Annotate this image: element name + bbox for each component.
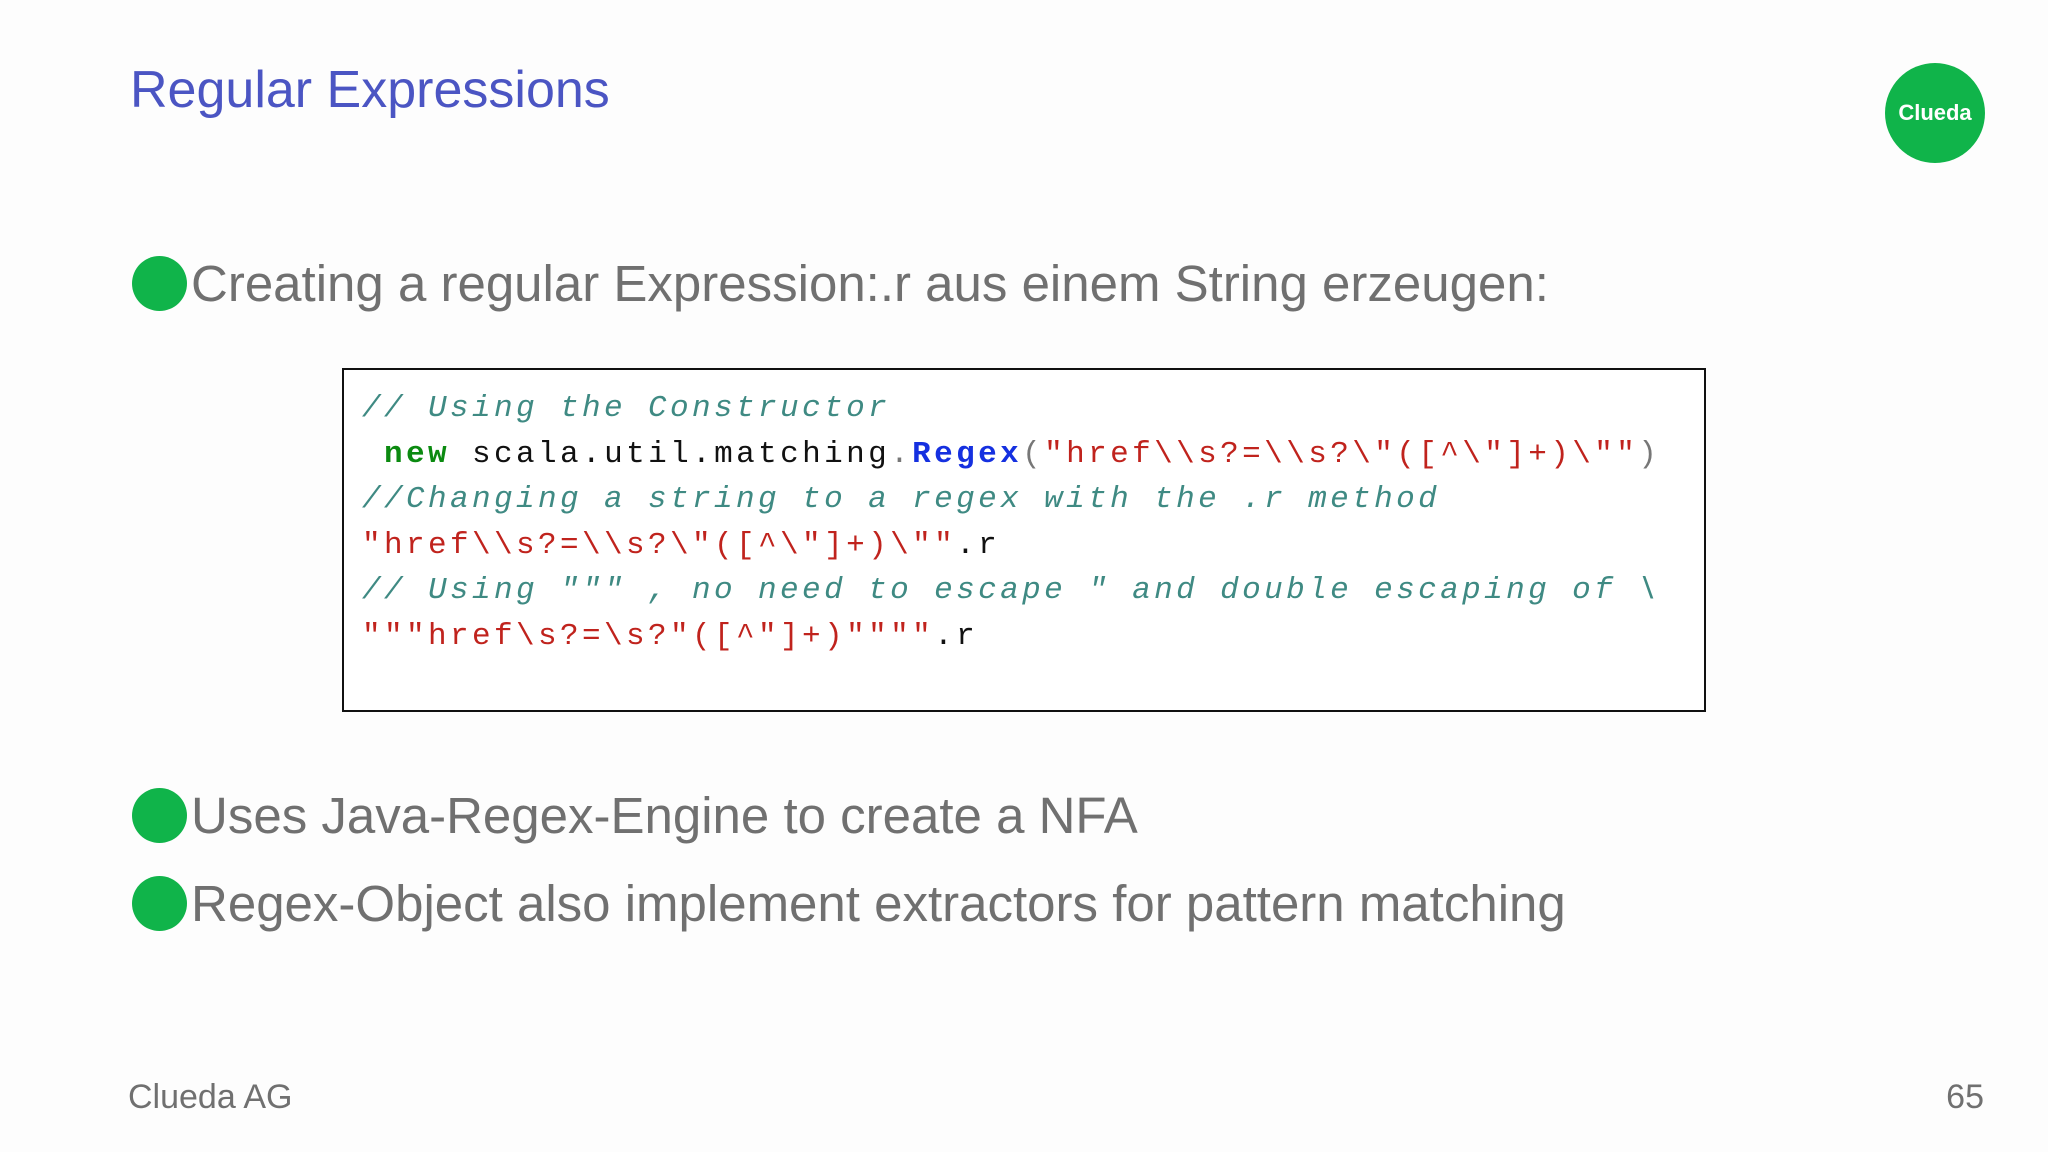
code-method: .r: [934, 618, 979, 654]
code-comment: //Changing a string to a regex with the …: [362, 482, 1441, 517]
clueda-logo: Clueda: [1885, 63, 1985, 163]
bullet-dot-icon: [132, 876, 187, 931]
code-package: scala.util.matching: [472, 436, 891, 472]
code-block: // Using the Constructor new scala.util.…: [342, 368, 1706, 712]
code-comment: // Using the Constructor: [362, 391, 891, 426]
bullet-text: Uses Java-Regex-Engine to create a NFA: [191, 787, 1138, 844]
slide-title: Regular Expressions: [130, 61, 610, 119]
bullet-item: Regex-Object also implement extractors f…: [132, 874, 1566, 933]
code-method: .r: [956, 527, 1001, 563]
code-keyword: new: [384, 436, 451, 472]
bullet-item: Uses Java-Regex-Engine to create a NFA: [132, 786, 1138, 845]
bullet-text: Regex-Object also implement extractors f…: [191, 875, 1566, 932]
bullet-dot-icon: [132, 788, 187, 843]
code-string: "href\\s?=\\s?\"([^\"]+)\"": [1044, 436, 1639, 472]
code-string: "href\\s?=\\s?\"([^\"]+)\"": [362, 527, 957, 563]
bullet-text: Creating a regular Expression:.r aus ein…: [191, 255, 1549, 312]
bullet-dot-icon: [132, 256, 187, 311]
footer-company: Clueda AG: [128, 1078, 293, 1116]
code-string: """href\s?=\s?"([^"]+)"""": [362, 618, 935, 654]
code-class: Regex: [912, 436, 1023, 472]
bullet-item: Creating a regular Expression:.r aus ein…: [132, 254, 1549, 313]
page-number: 65: [1946, 1078, 1984, 1116]
code-comment: // Using """ , no need to escape " and d…: [362, 573, 1661, 608]
